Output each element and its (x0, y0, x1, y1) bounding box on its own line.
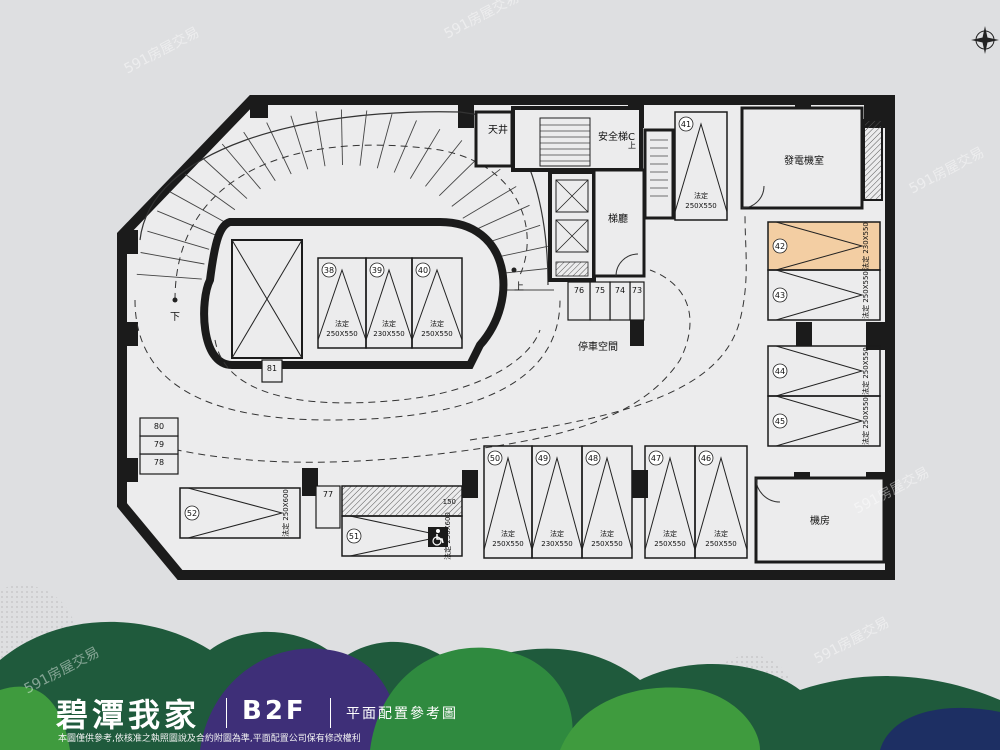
floor-level-title: B2F (242, 696, 307, 726)
motorcycle-space-75: 75 (589, 281, 611, 321)
parking-space-43: 43 法定 250X550 (767, 269, 881, 321)
parking-space-40: 40 法定 250X550 (411, 257, 463, 349)
space-spec: 法定 (335, 319, 349, 328)
parking-space-50: 50 法定 250X550 (483, 445, 533, 559)
parking-space-label: 停車空間 (578, 340, 618, 353)
wheelchair-icon (428, 527, 448, 547)
compass-icon (971, 26, 999, 54)
space-number: 80 (154, 422, 164, 431)
space-spec: 法定 250X550 (861, 271, 870, 319)
parking-space-41: 41 法定 250X550 (674, 111, 728, 221)
space-number: 41 (681, 120, 691, 129)
parking-space-52: 52 法定 250X600 (179, 487, 301, 539)
space-spec: 法定 (663, 529, 677, 538)
decorative-hills (0, 621, 1000, 750)
space-number: 46 (701, 454, 711, 463)
space-spec: 法定 (694, 191, 708, 200)
space-number: 73 (632, 286, 642, 295)
space-number: 49 (538, 454, 548, 463)
space-spec: 法定 250X550 (861, 347, 870, 395)
space-number: 44 (775, 367, 785, 376)
space-spec: 230X550 (373, 330, 405, 338)
space-spec: 250X550 (591, 540, 623, 548)
motorcycle-space-78: 78 (139, 453, 179, 475)
space-number: 150 (443, 498, 456, 506)
parking-space-45: 45 法定 250X550 (767, 395, 881, 447)
space-number: 47 (651, 454, 661, 463)
space-number: 81 (267, 364, 277, 373)
space-spec: 250X550 (326, 330, 358, 338)
space-spec: 250X550 (654, 540, 686, 548)
plan-subtitle: 平面配置參考圖 (346, 706, 458, 722)
parking-space-150: 150 (341, 485, 463, 517)
ramp-up-label: 上 (514, 281, 524, 293)
space-spec: 法定 (714, 529, 728, 538)
space-spec: 法定 (430, 319, 444, 328)
space-number: 42 (775, 242, 785, 251)
room-labels: 天井 安全梯C 梯廳 發電機室 停車空間 機房 上 下 上 (170, 123, 830, 527)
stair-c-label: 安全梯C (598, 130, 635, 143)
parking-space-39: 39 法定 230X550 (365, 257, 413, 349)
parking-space-47: 47 法定 250X550 (644, 445, 696, 559)
space-number: 38 (324, 266, 334, 275)
parking-space-42: 42 法定 230X550 (767, 221, 881, 271)
space-spec: 法定 250X600 (281, 489, 290, 537)
space-number: 48 (588, 454, 598, 463)
space-spec: 250X550 (421, 330, 453, 338)
motorcycle-space-79: 79 (139, 435, 179, 455)
space-number: 43 (775, 291, 785, 300)
disclaimer-note: 本圖僅供參考,依核准之執照圖說及合約附圖為準,平面配置公司保有修改權利 (58, 734, 361, 744)
space-number: 39 (372, 266, 382, 275)
space-number: 79 (154, 440, 164, 449)
space-number: 74 (615, 286, 625, 295)
service-rooms (740, 106, 886, 564)
space-number: 77 (323, 490, 333, 499)
space-spec: 法定 (501, 529, 515, 538)
motorcycle-space-73: 73 (629, 281, 645, 321)
core-stair-elevator (474, 106, 675, 282)
space-spec: 法定 250X550 (861, 397, 870, 445)
project-title: 碧潭我家 (56, 696, 201, 734)
space-spec: 250X550 (705, 540, 737, 548)
skylight-label: 天井 (488, 123, 508, 136)
motorcycle-spaces-layer: 73 74 75 76 77 78 79 80 81 (139, 281, 645, 529)
title-divider (226, 698, 227, 728)
parking-space-46: 46 法定 250X550 (694, 445, 748, 559)
title-divider (330, 698, 331, 728)
space-number: 75 (595, 286, 605, 295)
space-number: 40 (418, 266, 428, 275)
space-number: 76 (574, 286, 584, 295)
space-number: 52 (187, 509, 197, 518)
motorcycle-space-74: 74 (609, 281, 631, 321)
motorcycle-space-76: 76 (567, 281, 591, 321)
space-spec: 250X550 (685, 202, 717, 210)
space-spec: 法定 230X550 (861, 222, 870, 270)
space-spec: 230X550 (541, 540, 573, 548)
parking-space-49: 49 法定 230X550 (531, 445, 583, 559)
space-spec: 法定 (382, 319, 396, 328)
motorcycle-space-80: 80 (139, 417, 179, 437)
space-spec: 250X550 (492, 540, 524, 548)
motorcycle-space-81: 81 (261, 359, 283, 383)
machine-room-label: 機房 (810, 514, 830, 527)
parking-spaces-layer: 38 法定 250X550 39 法定 230X550 40 法定 250X550 41 法定 250… (179, 111, 881, 560)
generator-room-label: 發電機室 (784, 154, 824, 167)
stair-up-label: 上 (628, 141, 636, 150)
lobby-label: 梯廳 (608, 212, 628, 225)
motorcycle-space-77: 77 (315, 485, 341, 529)
space-spec: 法定 (600, 529, 614, 538)
space-number: 45 (775, 417, 785, 426)
space-number: 78 (154, 458, 164, 467)
space-number: 51 (349, 532, 359, 541)
space-spec: 法定 (550, 529, 564, 538)
space-number: 50 (490, 454, 500, 463)
ramp-down-label: 下 (170, 312, 180, 323)
